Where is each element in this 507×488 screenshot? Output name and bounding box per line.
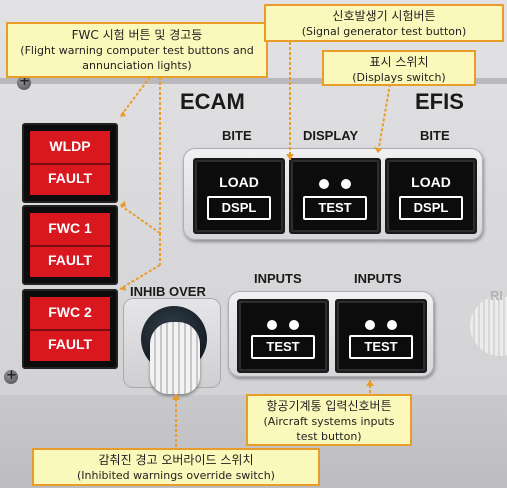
callout-english: (Flight warning computer test buttons an… [20, 44, 254, 72]
inputs-right-label: INPUTS [354, 271, 402, 286]
fwc-callout: FWC 시험 버튼 및 경고등 (Flight warning computer… [6, 22, 268, 78]
screw-icon [4, 368, 18, 384]
button-lower-label: TEST [251, 335, 315, 359]
ecam-title: ECAM [180, 89, 245, 114]
button-lower-label: TEST [303, 196, 367, 220]
fwc1-fault-button[interactable]: FWC 1 FAULT [22, 205, 118, 285]
callout-english: (Aircraft systems inputs test button) [263, 415, 395, 443]
inhibited-callout: 감춰진 경고 오버라이드 스위치 (Inhibited warnings ove… [32, 448, 320, 486]
callout-korean: 감춰진 경고 오버라이드 스위치 [98, 453, 254, 467]
callout-english: (Displays switch) [352, 71, 446, 84]
partial-label: RI [490, 288, 503, 303]
button-upper-label: LOAD [411, 174, 451, 190]
wldp-fault-button[interactable]: WLDP FAULT [22, 123, 118, 203]
fwc-button-bottom-label: FAULT [47, 252, 93, 268]
fwc-button-bottom-label: FAULT [47, 336, 93, 352]
button-lower-label: DSPL [207, 196, 271, 220]
annunciator-light: FWC 1 FAULT [30, 213, 110, 277]
display-label: DISPLAY [303, 128, 359, 143]
inputs-left-label: INPUTS [254, 271, 302, 286]
displays-callout: 표시 스위치 (Displays switch) [322, 50, 476, 86]
button-upper-label: LOAD [219, 174, 259, 190]
fwc-button-top-label: FWC 2 [30, 297, 110, 331]
fwc-button-top-label: FWC 1 [30, 213, 110, 247]
annunciator-light: WLDP FAULT [30, 131, 110, 195]
screw-icon [17, 74, 31, 90]
bite-right-label: BITE [420, 128, 450, 143]
aircraft-inputs-callout: 항공기계통 입력신호버튼 (Aircraft systems inputs te… [246, 394, 412, 446]
fwc-button-bottom-label: FAULT [47, 170, 93, 186]
signal-callout: 신호발생기 시험버튼 (Signal generator test button… [264, 4, 504, 42]
fwc-button-top-label: WLDP [30, 131, 110, 165]
display-test-button[interactable]: TEST [289, 158, 381, 234]
bite-load-button[interactable]: LOAD DSPL [193, 158, 285, 234]
callout-english: (Signal generator test button) [301, 25, 467, 38]
callout-korean: FWC 시험 버튼 및 경고등 [71, 28, 203, 42]
panel-divider [0, 78, 507, 84]
callout-korean: 신호발생기 시험버튼 [332, 9, 436, 23]
indicator-dots [239, 315, 327, 334]
efis-bite-load-button[interactable]: LOAD DSPL [385, 158, 477, 234]
inhib-over-label: INHIB OVER [130, 284, 206, 299]
indicator-dots [337, 315, 425, 334]
annunciator-light: FWC 2 FAULT [30, 297, 110, 361]
callout-english: (Inhibited warnings override switch) [77, 469, 275, 482]
inputs-test-button-right[interactable]: TEST [335, 299, 427, 373]
bite-left-label: BITE [222, 128, 252, 143]
indicator-dots [291, 174, 379, 193]
fwc2-fault-button[interactable]: FWC 2 FAULT [22, 289, 118, 369]
inhib-override-switch[interactable] [150, 322, 200, 394]
callout-korean: 항공기계통 입력신호버튼 [266, 399, 392, 413]
inputs-test-button-left[interactable]: TEST [237, 299, 329, 373]
button-lower-label: TEST [349, 335, 413, 359]
button-lower-label: DSPL [399, 196, 463, 220]
efis-title: EFIS [415, 89, 464, 114]
callout-korean: 표시 스위치 [369, 55, 429, 69]
